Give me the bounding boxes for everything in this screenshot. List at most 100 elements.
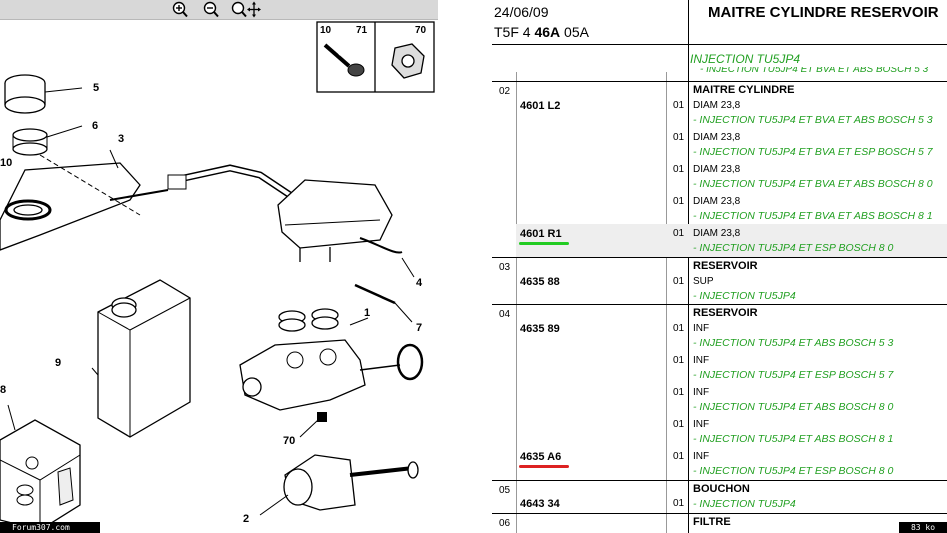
row-desc: INF [693, 451, 710, 462]
row-qty: 01 [673, 355, 685, 366]
row-note: - INJECTION TU5JP4 ET ABS BOSCH 8 0 [693, 401, 894, 413]
row-desc: SUP [693, 276, 714, 287]
inset-code-10: 10 [320, 25, 332, 36]
file-size-tag: 83 ko [899, 522, 947, 533]
callout-70: 70 [283, 435, 295, 447]
row-qty: 01 [673, 276, 685, 287]
callout-7: 7 [416, 322, 422, 334]
selection-underline [519, 465, 569, 468]
table-row[interactable]: 05 4643 34 BOUCHON 01 - INJECTION TU5JP4 [492, 480, 947, 514]
table-row[interactable]: 02 4601 L2 4601 R1 MAITRE CYLINDRE 01 DI… [492, 81, 947, 258]
row-note: - INJECTION TU5JP4 ET ESP BOSCH 8 0 [693, 465, 894, 477]
header-meta: 24/06/09 T5F 4 46A 05A [492, 0, 689, 44]
row-desc: INF [693, 387, 710, 398]
table-row[interactable]: 06 FILTRE [492, 513, 947, 533]
callout-1: 1 [364, 307, 370, 319]
row-number: 02 [499, 86, 511, 97]
row-qty: 01 [673, 323, 685, 334]
nut-icon [391, 43, 425, 79]
row-qty: 01 [673, 419, 685, 430]
row-title: RESERVOIR [693, 307, 758, 319]
reservoir-part [0, 154, 141, 251]
part-number-selected[interactable]: 4635 A6 [520, 451, 562, 463]
row-title: FILTRE [693, 516, 731, 528]
row-qty: 01 [673, 228, 685, 239]
hardware-inset: 10 71 70 [316, 21, 435, 93]
table-row[interactable]: 04 4635 89 4635 A6 RESERVOIR 01 INF - IN… [492, 304, 947, 481]
row-highlight [516, 224, 947, 257]
column-divider [516, 72, 517, 533]
callout-4: 4 [416, 277, 423, 289]
row-title: MAITRE CYLINDRE [693, 84, 795, 96]
selection-underline [519, 242, 569, 245]
callout-2: 2 [243, 513, 249, 525]
row-number: 06 [499, 518, 511, 529]
row-desc: INF [693, 323, 710, 334]
row-qty: 01 [673, 196, 685, 207]
screw-icon [323, 43, 365, 77]
reservoir-cap-part [4, 74, 46, 114]
part-number[interactable]: 4601 L2 [520, 100, 561, 112]
row-qty: 01 [673, 132, 685, 143]
seal-grommets-part [278, 308, 339, 332]
row-note: - INJECTION TU5JP4 [693, 498, 796, 510]
repair-kit-part [0, 419, 81, 531]
section-cut-line: - INJECTION TU5JP4 ET BVA ET ABS BOSCH 5… [700, 67, 929, 75]
row-qty: 01 [673, 498, 685, 509]
zoom-out-button[interactable] [201, 1, 221, 18]
part-number-selected[interactable]: 4601 R1 [520, 228, 562, 240]
parts-catalogue: 24/06/09 T5F 4 46A 05A MAITRE CYLINDRE R… [492, 0, 947, 533]
row-note: - INJECTION TU5JP4 [693, 290, 796, 302]
row-desc: DIAM 23,8 [693, 196, 741, 207]
zoom-in-icon [172, 1, 188, 18]
zoom-toolbar [0, 0, 438, 20]
brake-fluid-can-part [97, 279, 191, 438]
zoom-in-button[interactable] [170, 1, 190, 18]
callout-8: 8 [0, 384, 6, 396]
row-number: 04 [499, 309, 511, 320]
filter-ring-part [12, 128, 48, 156]
row-title: RESERVOIR [693, 260, 758, 272]
row-desc: INF [693, 419, 710, 430]
diagram-viewer: 10 71 70 [0, 0, 440, 533]
zoom-pan-icon [231, 1, 261, 18]
row-note: - INJECTION TU5JP4 ET ESP BOSCH 5 7 [693, 369, 894, 381]
row-number: 05 [499, 485, 511, 496]
row-qty: 01 [673, 164, 685, 175]
exploded-parts-diagram: 10 71 70 [0, 21, 435, 531]
row-qty: 01 [673, 100, 685, 111]
row-desc: DIAM 23,8 [693, 228, 741, 239]
row-note: - INJECTION TU5JP4 ET BVA ET ESP BOSCH 5… [693, 146, 933, 158]
column-divider [666, 72, 667, 533]
inset-code-70: 70 [415, 25, 427, 36]
row-desc: DIAM 23,8 [693, 164, 741, 175]
callout-5: 5 [93, 82, 99, 94]
zoom-pan-button[interactable] [230, 1, 262, 18]
header-divider [492, 44, 947, 45]
callout-3: 3 [118, 133, 124, 145]
header-date: 24/06/09 [494, 4, 549, 20]
row-qty: 01 [673, 387, 685, 398]
header-code: T5F 4 46A 05A [494, 24, 589, 40]
master-cylinder-body-part [239, 339, 424, 422]
row-desc: DIAM 23,8 [693, 100, 741, 111]
part-number[interactable]: 4635 88 [520, 276, 560, 288]
callout-9: 9 [55, 357, 61, 369]
row-note: - INJECTION TU5JP4 ET BVA ET ABS BOSCH 5… [693, 114, 933, 126]
table-row[interactable]: 03 4635 88 RESERVOIR 01 SUP - INJECTION … [492, 257, 947, 305]
inset-code-71: 71 [356, 25, 368, 36]
master-cylinder-part [283, 454, 419, 511]
row-note: - INJECTION TU5JP4 ET BVA ET ABS BOSCH 8… [693, 178, 933, 190]
zoom-out-icon [203, 1, 219, 18]
part-number[interactable]: 4643 34 [520, 498, 560, 510]
forum-watermark: Forum307.com [0, 522, 100, 533]
row-desc: INF [693, 355, 710, 366]
callout-10: 10 [0, 157, 12, 169]
callout-6: 6 [92, 120, 98, 132]
header-title: MAITRE CYLINDRE RESERVOIR [708, 4, 939, 21]
row-qty: 01 [673, 451, 685, 462]
master-cylinder-reservoir-part [277, 179, 403, 262]
part-number[interactable]: 4635 89 [520, 323, 560, 335]
row-title: BOUCHON [693, 483, 750, 495]
column-divider [688, 45, 689, 533]
